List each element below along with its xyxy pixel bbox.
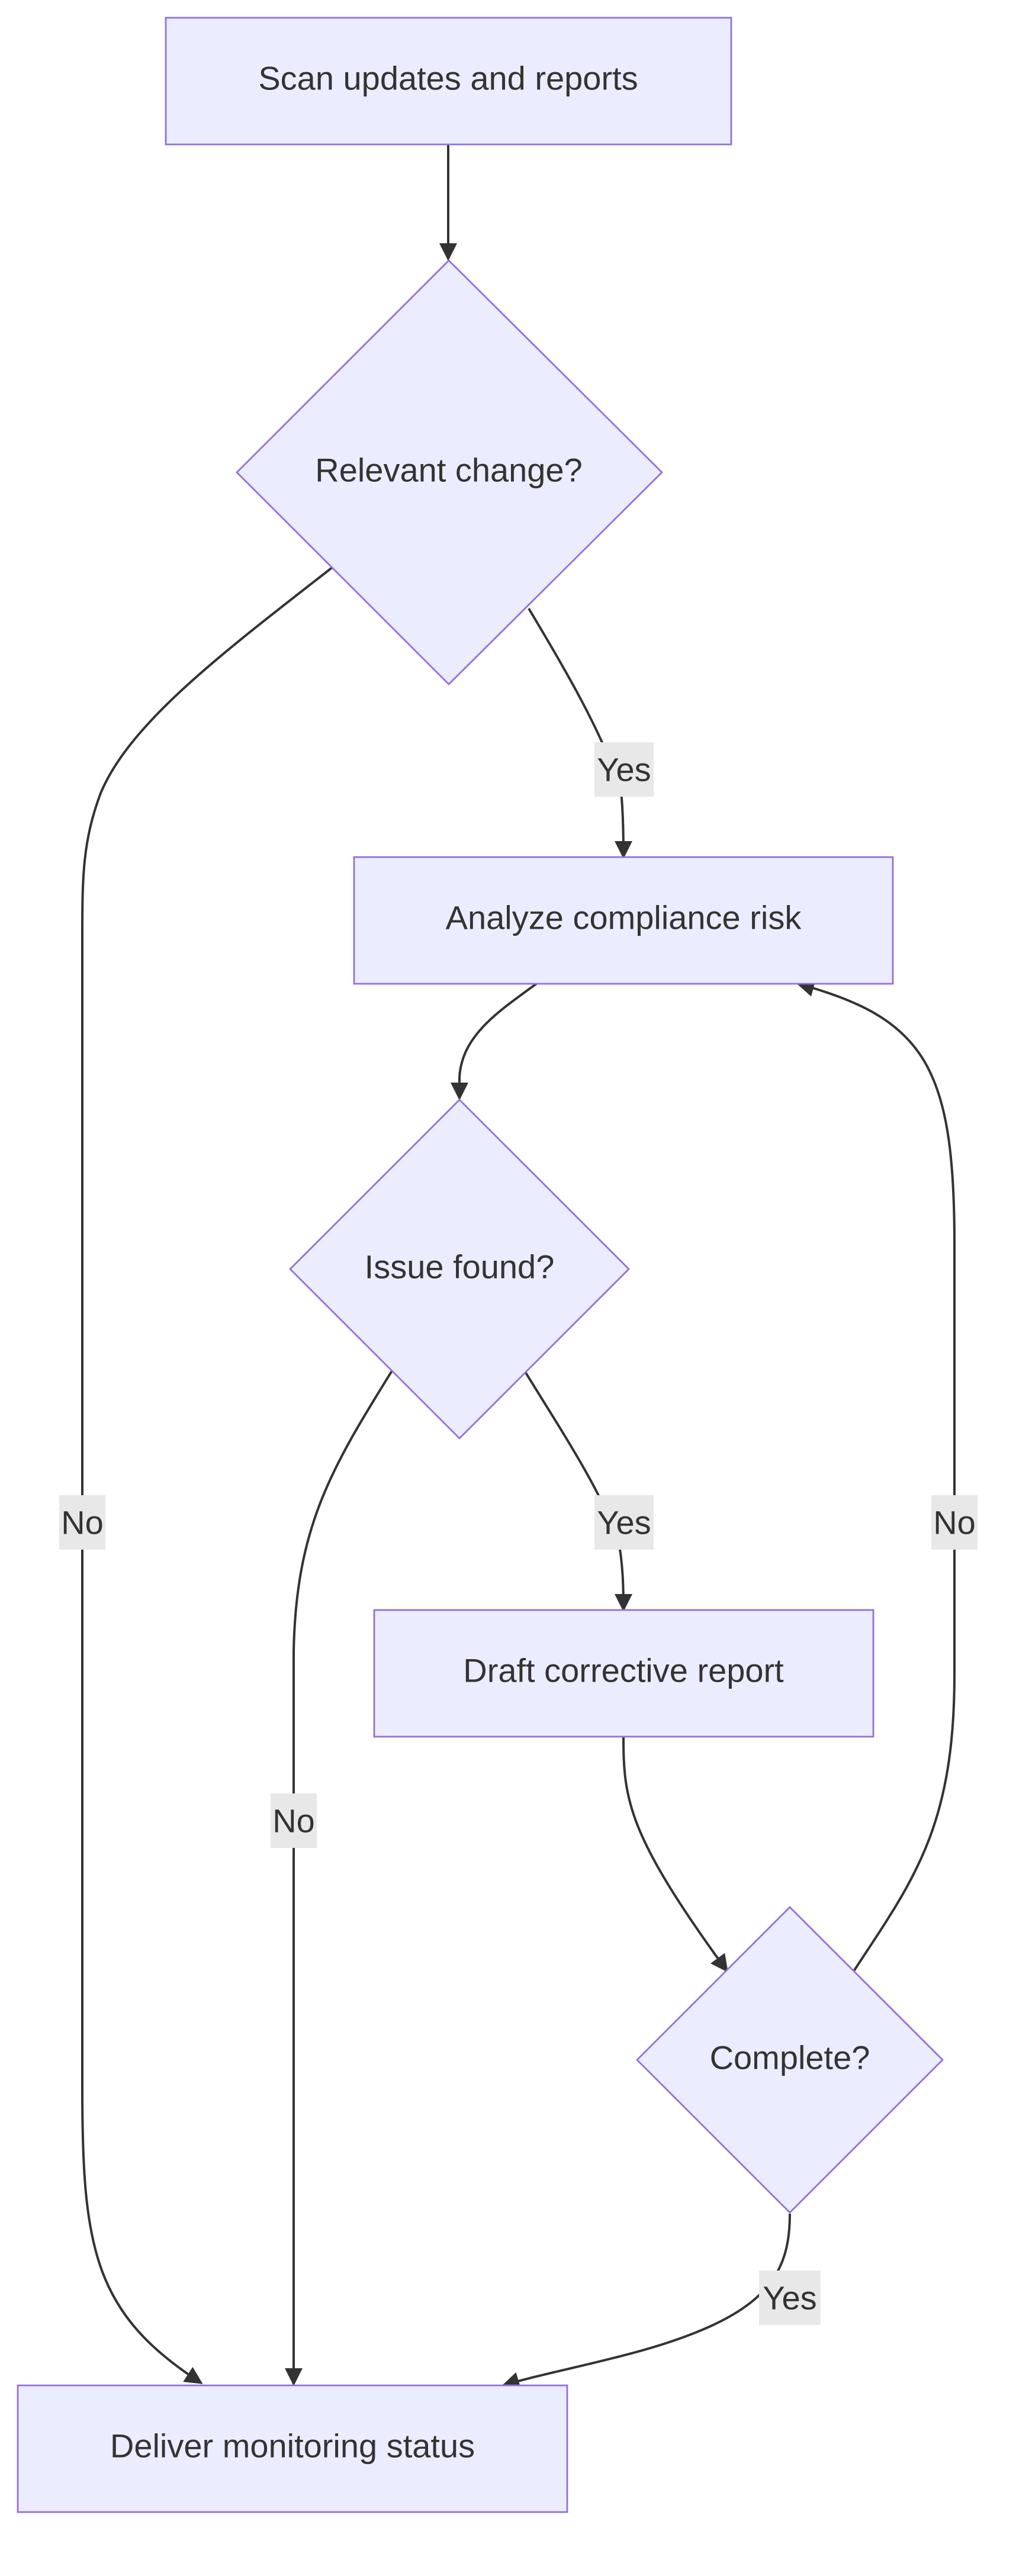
svg-text:Yes: Yes xyxy=(597,1504,651,1541)
svg-text:No: No xyxy=(272,1802,315,1840)
svg-text:Draft corrective report: Draft corrective report xyxy=(463,1652,784,1689)
svg-text:Scan updates and reports: Scan updates and reports xyxy=(258,60,638,97)
svg-text:No: No xyxy=(61,1504,104,1541)
edge-issue-to-deliver xyxy=(285,1370,393,2386)
edge-label-issue-to-deliver: No xyxy=(271,1793,317,1848)
edge-complete-to-deliver xyxy=(501,2213,791,2390)
nodes: Scan updates and reports Relevant change… xyxy=(17,17,944,2513)
edge-label-issue-to-draft: Yes xyxy=(594,1495,654,1550)
edge-complete-to-analyze xyxy=(796,979,956,1972)
edge-relevant-to-deliver xyxy=(81,566,334,2384)
node-draft: Draft corrective report xyxy=(373,1609,874,1738)
svg-text:Issue found?: Issue found? xyxy=(365,1248,555,1286)
edge-label-relevant-to-deliver: No xyxy=(59,1495,105,1550)
svg-text:Complete?: Complete? xyxy=(710,2039,870,2076)
svg-text:Relevant change?: Relevant change? xyxy=(315,452,582,489)
node-analyze: Analyze compliance risk xyxy=(353,856,894,985)
edge-label-complete-to-deliver: Yes xyxy=(759,2271,821,2325)
svg-text:Yes: Yes xyxy=(763,2279,816,2317)
edge-analyze-to-issue xyxy=(451,983,538,1100)
edge-labels: Yes No Yes No No Yes xyxy=(59,742,978,2325)
edge-relevant-to-analyze xyxy=(528,607,632,859)
node-complete: Complete? xyxy=(636,1906,944,2214)
node-relevant: Relevant change? xyxy=(236,259,663,685)
svg-text:No: No xyxy=(933,1504,976,1541)
svg-text:Deliver monitoring status: Deliver monitoring status xyxy=(110,2427,475,2465)
edge-issue-to-draft xyxy=(523,1370,632,1612)
node-issue: Issue found? xyxy=(289,1099,630,1440)
edge-label-complete-to-analyze: No xyxy=(931,1495,978,1550)
node-scan: Scan updates and reports xyxy=(165,17,732,146)
edge-label-relevant-to-analyze: Yes xyxy=(594,742,654,797)
svg-text:Yes: Yes xyxy=(597,751,651,788)
edge-draft-to-complete xyxy=(622,1736,728,1973)
svg-text:Analyze compliance risk: Analyze compliance risk xyxy=(446,899,802,936)
node-deliver: Deliver monitoring status xyxy=(17,2384,568,2513)
